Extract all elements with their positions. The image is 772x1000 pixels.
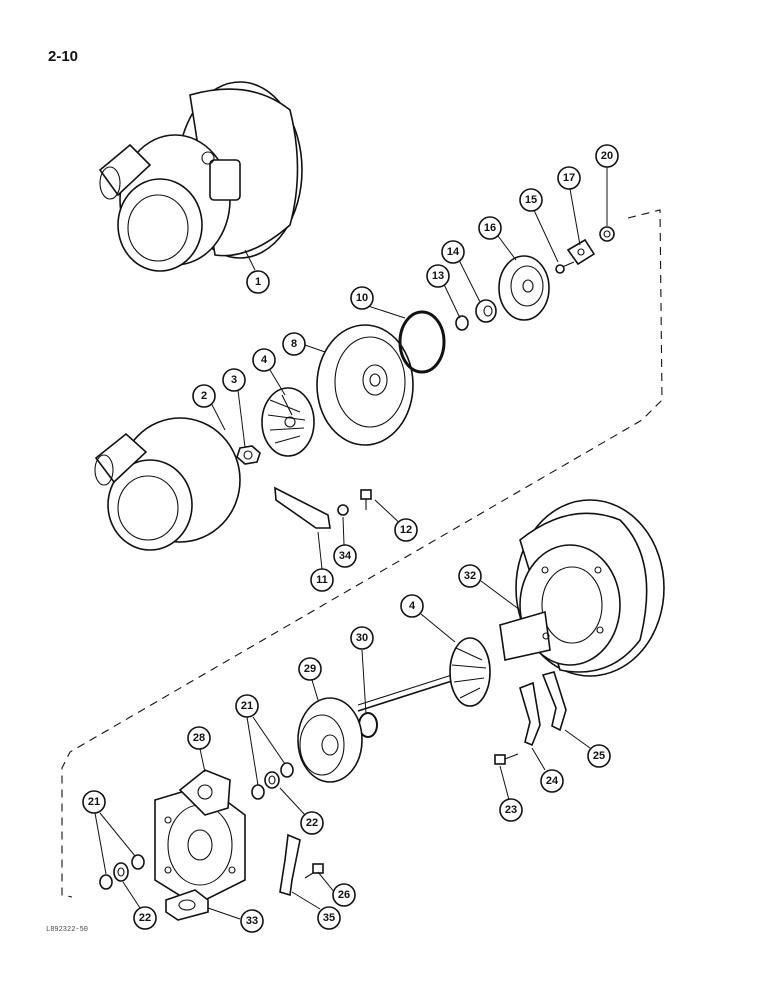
callout-15: 15 xyxy=(519,188,543,212)
svg-text:21: 21 xyxy=(241,700,253,712)
svg-text:22: 22 xyxy=(306,817,318,829)
callout-17: 17 xyxy=(557,166,581,190)
callout-21-center: 21 xyxy=(235,694,259,718)
svg-text:15: 15 xyxy=(525,194,537,206)
svg-text:4: 4 xyxy=(409,600,416,612)
callout-20: 20 xyxy=(595,144,619,168)
callout-11: 11 xyxy=(310,568,334,592)
lock-plate-24 xyxy=(519,681,541,747)
assembly-dashed-line xyxy=(61,209,663,898)
center-bearing-housing xyxy=(154,769,246,906)
callout-35: 35 xyxy=(317,906,341,930)
svg-text:21: 21 xyxy=(88,796,100,808)
callout-22-left: 22 xyxy=(133,906,157,930)
backplate xyxy=(316,324,414,446)
svg-text:3: 3 xyxy=(231,374,237,386)
callout-21-left: 21 xyxy=(82,790,106,814)
callout-2: 2 xyxy=(192,384,216,408)
gasket xyxy=(165,889,209,921)
bearing-set-left xyxy=(99,854,145,890)
turbine-housing xyxy=(499,499,665,677)
page-number: 2-10 xyxy=(48,48,79,65)
compressor-wheel xyxy=(261,387,315,457)
thrust-sleeve xyxy=(475,299,497,323)
heat-shield xyxy=(297,697,363,783)
svg-text:16: 16 xyxy=(484,222,496,234)
piston-ring-small xyxy=(455,315,469,331)
callout-33: 33 xyxy=(240,909,264,933)
svg-text:17: 17 xyxy=(563,172,575,184)
bolt-lower xyxy=(304,863,324,879)
svg-text:23: 23 xyxy=(505,804,517,816)
callout-29: 29 xyxy=(298,657,322,681)
callout-3: 3 xyxy=(222,368,246,392)
svg-text:28: 28 xyxy=(193,732,205,744)
callout-34: 34 xyxy=(333,544,357,568)
svg-text:30: 30 xyxy=(356,632,368,644)
svg-text:1: 1 xyxy=(255,276,261,288)
nut-part xyxy=(236,445,261,465)
callout-22-center: 22 xyxy=(300,811,324,835)
svg-text:4: 4 xyxy=(261,354,268,366)
o-ring xyxy=(398,310,446,374)
svg-text:29: 29 xyxy=(304,663,316,675)
washer xyxy=(337,504,349,516)
thrust-collar-plate xyxy=(566,238,596,266)
svg-text:2: 2 xyxy=(201,390,207,402)
callout-10: 10 xyxy=(350,286,374,310)
callout-4-turbine: 4 xyxy=(400,594,424,618)
callout-14: 14 xyxy=(441,240,465,264)
callout-26: 26 xyxy=(332,883,356,907)
callout-24: 24 xyxy=(540,769,564,793)
callout-13: 13 xyxy=(426,264,450,288)
callout-30: 30 xyxy=(350,626,374,650)
figure-code: L892322-50 xyxy=(46,926,89,934)
svg-text:10: 10 xyxy=(356,292,368,304)
callout-4-compressor: 4 xyxy=(252,348,276,372)
bolt-23 xyxy=(494,753,519,765)
svg-text:24: 24 xyxy=(546,775,559,787)
svg-text:8: 8 xyxy=(291,338,297,350)
callout-1: 1 xyxy=(246,270,270,294)
svg-text:22: 22 xyxy=(139,912,151,924)
svg-text:14: 14 xyxy=(447,246,460,258)
callout-32: 32 xyxy=(458,564,482,588)
screw-small xyxy=(555,261,575,274)
compressor-housing xyxy=(94,417,241,551)
clamp-plate-upper xyxy=(274,486,331,529)
svg-text:32: 32 xyxy=(464,570,476,582)
lock-plate-25 xyxy=(541,671,567,732)
svg-text:12: 12 xyxy=(400,524,412,536)
callout-23: 23 xyxy=(499,798,523,822)
svg-text:11: 11 xyxy=(316,574,328,586)
svg-text:25: 25 xyxy=(593,750,605,762)
clamp-plate-lower xyxy=(279,833,301,897)
svg-text:20: 20 xyxy=(601,150,613,162)
callout-25: 25 xyxy=(587,744,611,768)
turbine-wheel-shaft xyxy=(357,637,491,712)
svg-text:35: 35 xyxy=(323,912,335,924)
svg-text:13: 13 xyxy=(432,270,444,282)
callout-8: 8 xyxy=(282,332,306,356)
callout-12: 12 xyxy=(394,518,418,542)
bolt-upper xyxy=(360,489,372,510)
svg-text:34: 34 xyxy=(339,550,352,562)
svg-text:26: 26 xyxy=(338,889,350,901)
turbocharger-assembly xyxy=(98,81,303,272)
callout-28: 28 xyxy=(187,726,211,750)
lock-nut xyxy=(599,226,615,242)
thrust-bearing-plate xyxy=(498,255,550,321)
callout-16: 16 xyxy=(478,216,502,240)
svg-text:33: 33 xyxy=(246,915,258,927)
bearing-set-center xyxy=(251,762,294,800)
